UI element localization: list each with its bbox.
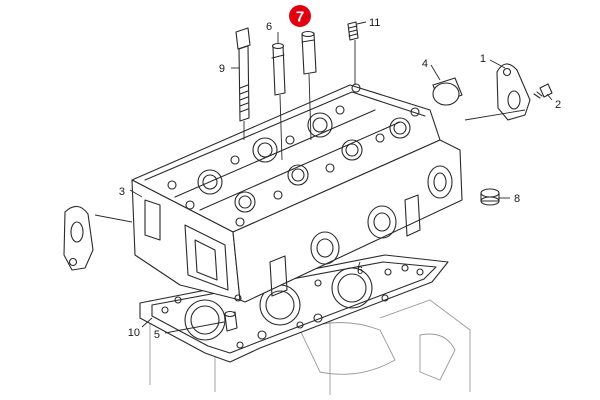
callout-8: 8 [514,193,520,205]
callout-7-marker [289,5,311,27]
callout-11: 11 [369,17,380,29]
left-gasket-plate [63,205,94,271]
plug-cap [480,188,500,206]
callout-10-label: 10 [128,327,140,339]
callout-1-label: 1 [480,53,486,65]
callout-9-label: 9 [219,63,225,75]
callout-1: 1 [480,53,486,65]
callout-6-lower: 6 [357,265,363,277]
valve-guide [271,42,286,96]
callout-6-lower-label: 6 [357,265,363,277]
valve-guide-short [301,30,317,75]
stud [347,21,359,41]
leader-lines [94,21,553,334]
callout-11-label: 11 [369,17,380,29]
callout-2: 2 [555,99,561,111]
cover-plate [496,63,531,121]
cylinder-head [131,83,463,303]
dowel-pin [224,310,238,332]
callout-2-label: 2 [555,99,561,111]
callout-6: 6 [266,21,272,33]
head-bolt [235,27,251,122]
callout-4: 4 [422,58,428,70]
callout-7-highlighted: 7 [289,5,311,27]
callout-10: 10 [128,327,140,339]
callout-3-label: 3 [119,186,125,198]
expansion-plug [432,77,463,106]
callout-4-label: 4 [422,58,428,70]
engine-block-outline [149,299,471,395]
callout-8-label: 8 [514,193,520,205]
callout-5: 5 [154,329,160,341]
callout-5-label: 5 [154,329,160,341]
callout-3: 3 [119,186,125,198]
callout-9: 9 [219,63,225,75]
head-gasket [139,254,449,363]
callout-6-label: 6 [266,21,272,33]
cover-bolt [533,83,553,99]
callout-7-label: 7 [296,9,304,26]
